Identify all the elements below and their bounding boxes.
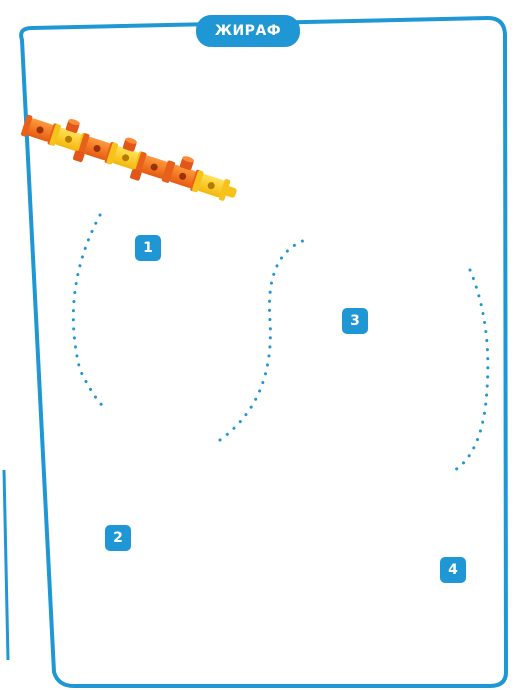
card-title: ЖИРАФ — [196, 15, 300, 47]
step-3-badge: 3 — [342, 308, 368, 334]
step-2-badge: 2 — [105, 525, 131, 551]
card-border — [21, 18, 506, 686]
left-card-edge — [4, 470, 8, 660]
step-4-badge: 4 — [440, 557, 466, 583]
step-1-badge: 1 — [135, 235, 161, 261]
